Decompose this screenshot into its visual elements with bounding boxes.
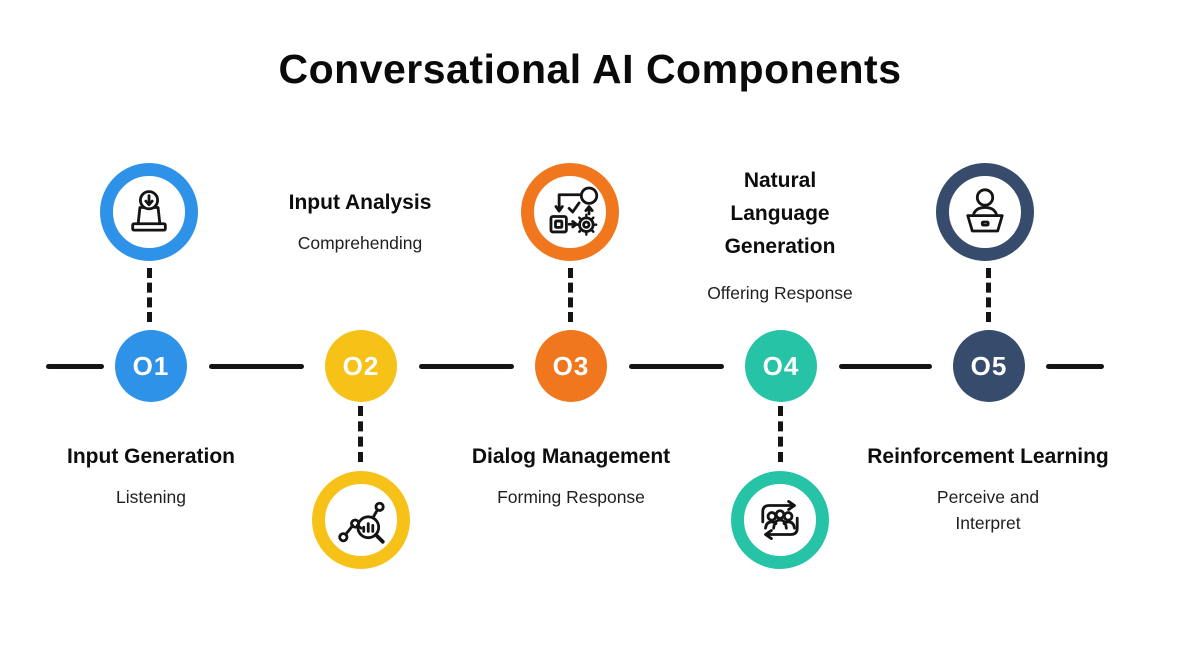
step3-title: Dialog Management (471, 445, 671, 468)
step4-connector (778, 406, 783, 462)
step2-number: O2 (342, 350, 380, 381)
timeline-segment (1046, 364, 1104, 369)
step1-subtitle: Listening (115, 487, 187, 507)
step3-label: Dialog Management Forming Response (431, 440, 711, 510)
step3-number-badge: O3 (535, 330, 607, 402)
step4-icon-circle (731, 471, 829, 569)
step5-title: Reinforcement Learning (867, 445, 1109, 468)
step2-title: Input Analysis (288, 191, 432, 214)
timeline-segment (209, 364, 304, 369)
step4-number: O4 (762, 350, 800, 381)
step3-number: O3 (552, 350, 590, 381)
step2-connector (358, 406, 363, 462)
step3-subtitle: Forming Response (497, 487, 645, 507)
step4-subtitle: Offering Response (707, 283, 853, 303)
step1-connector (147, 268, 152, 322)
person-at-laptop-icon (966, 188, 1004, 233)
step1-label: Input Generation Listening (21, 440, 281, 510)
laptop-download-icon (131, 190, 167, 232)
process-flowchart-icon (549, 186, 599, 236)
step5-number: O5 (970, 350, 1008, 381)
step3-icon-circle (521, 163, 619, 261)
step5-subtitle: Perceive and Interpret (936, 487, 1040, 533)
timeline-segment (419, 364, 514, 369)
page-title: Conversational AI Components (278, 46, 902, 92)
timeline-segment (46, 364, 104, 369)
step5-number-badge: O5 (953, 330, 1025, 402)
step2-label: Input Analysis Comprehending (230, 186, 490, 256)
step3-connector (568, 268, 573, 322)
step1-number-badge: O1 (115, 330, 187, 402)
step4-title: Natural Language Generation (724, 169, 836, 258)
timeline-segment (839, 364, 932, 369)
step1-number: O1 (132, 350, 170, 381)
step4-label: Natural Language Generation Offering Res… (670, 164, 890, 306)
step1-title: Input Generation (67, 445, 235, 468)
step4-number-badge: O4 (745, 330, 817, 402)
step2-number-badge: O2 (325, 330, 397, 402)
data-analysis-magnifier-icon (338, 501, 385, 544)
step5-label: Reinforcement Learning Perceive and Inte… (838, 440, 1138, 536)
step2-icon-circle (312, 471, 410, 569)
people-cycle-icon (761, 500, 799, 540)
step2-subtitle: Comprehending (297, 233, 423, 253)
step1-icon-circle (100, 163, 198, 261)
step5-connector (986, 268, 991, 322)
step5-icon-circle (936, 163, 1034, 261)
timeline-segment (629, 364, 724, 369)
